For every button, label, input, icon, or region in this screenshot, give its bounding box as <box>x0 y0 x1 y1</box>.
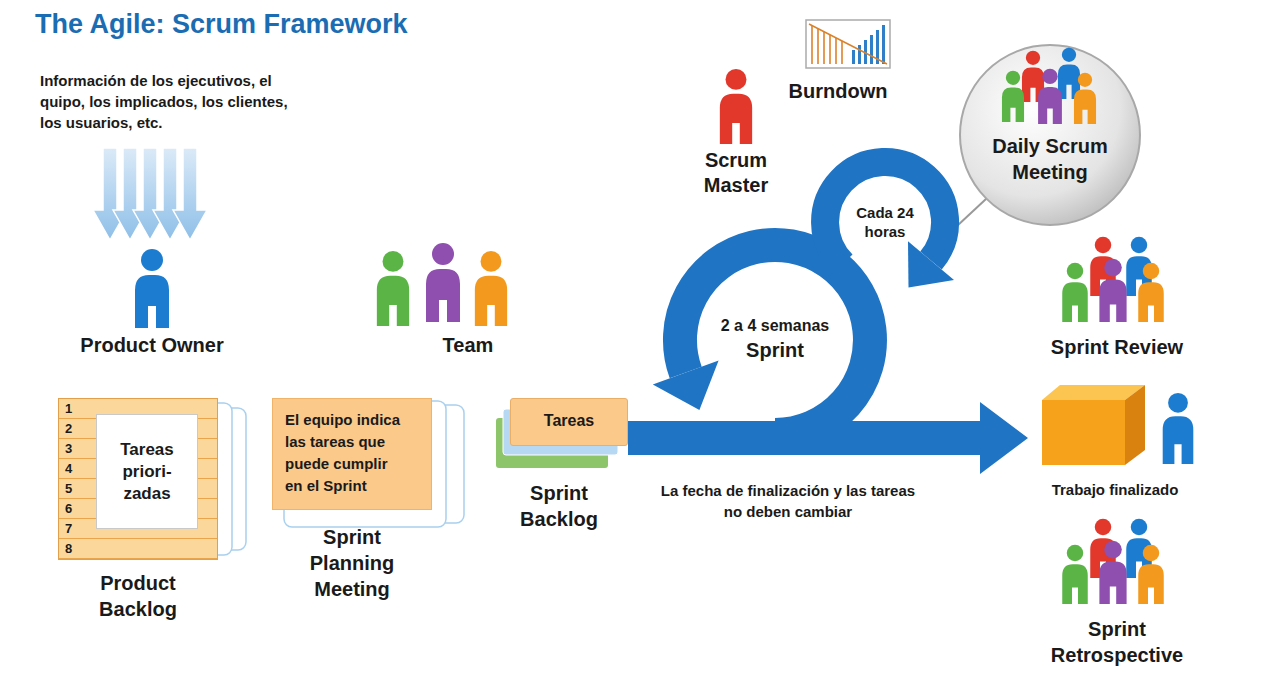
person-icon <box>1138 545 1164 604</box>
chart-line <box>809 24 887 64</box>
person-icon <box>135 249 169 328</box>
person-icon <box>1074 73 1096 124</box>
event-label: Sprint Review <box>1032 334 1202 360</box>
person-icon <box>426 243 460 322</box>
box-text: Tareas priori- zadas <box>102 439 192 505</box>
row-number: 5 <box>65 479 72 498</box>
event-label: Sprint Retrospective <box>1037 616 1197 668</box>
cube-side <box>1125 385 1145 465</box>
row-number: 7 <box>65 519 72 538</box>
person-icon <box>1099 259 1126 322</box>
node-daily: Daily Scrum Meeting <box>960 45 1140 225</box>
node-label: Sprint Planning Meeting <box>282 524 422 602</box>
row-number: 6 <box>65 499 72 518</box>
node-label: Trabajo finalizado <box>1030 480 1200 500</box>
chart-bar <box>841 41 843 64</box>
person-icon <box>1062 263 1088 322</box>
node-burndown: Burndown <box>778 18 898 104</box>
leader-line <box>957 199 986 226</box>
person-icon <box>1002 71 1024 122</box>
sprint-arrow <box>628 402 1028 474</box>
sprint-loop <box>680 245 870 435</box>
node-label: Product Backlog <box>68 570 208 622</box>
row-number: 4 <box>65 459 72 478</box>
person-icon <box>1062 545 1088 604</box>
chart-title: Burndown <box>778 78 898 104</box>
loop-label: 2 a 4 semanas <box>700 316 850 336</box>
node-backlog: 12345678Product Backlog Tareas priori- za… <box>58 398 218 622</box>
chart-bar <box>817 29 819 64</box>
person-icon <box>475 251 507 326</box>
chart-bar <box>882 25 885 64</box>
role-label: Product Owner <box>52 332 252 358</box>
input-arrow <box>173 148 207 240</box>
person-icon <box>1099 541 1126 604</box>
meeting-title: Daily Scrum Meeting <box>980 133 1120 185</box>
chart-bar <box>811 26 813 64</box>
chart-bar <box>829 35 831 64</box>
node-sbacklog: TareasSprint Backlog <box>490 398 628 532</box>
node-inner: Tareas priori- zadas <box>96 414 198 529</box>
loop-label: Cada 24 horas <box>845 203 925 241</box>
chart-bar <box>870 35 873 64</box>
loop-arrowhead <box>653 361 719 411</box>
meeting-circle <box>960 45 1140 225</box>
person-icon <box>1138 263 1164 322</box>
row-number: 2 <box>65 419 72 438</box>
row-number: 1 <box>65 399 72 418</box>
chart-bar <box>858 45 861 64</box>
edge-label: La fecha de finalización y las tareas no… <box>658 480 918 522</box>
node-label: Sprint Backlog <box>504 480 614 532</box>
chart-bar <box>852 50 855 64</box>
chart-frame <box>806 20 890 68</box>
sprint-backlog-tab: Tareas <box>510 398 628 446</box>
planning-box: El equipo indica las tareas que puede cu… <box>272 398 432 510</box>
diagram-title: The Agile: Scrum Framework <box>35 8 408 40</box>
chart-bar <box>823 32 825 64</box>
cube-front <box>1042 400 1125 465</box>
row-number: 3 <box>65 439 72 458</box>
chart-bar <box>835 38 837 64</box>
person-icon <box>1038 69 1062 124</box>
node-done: Trabajo finalizado <box>1030 382 1200 500</box>
box-text: El equipo indica las tareas que puede cu… <box>285 409 403 497</box>
person-icon <box>1163 393 1194 464</box>
loop-label: Sprint <box>725 337 825 363</box>
info-note: Información de los ejecutivos, el quipo,… <box>40 70 290 133</box>
daily-loop <box>825 162 945 264</box>
node-planning: El equipo indica las tareas que puede cu… <box>272 398 432 602</box>
loop-arrowhead <box>908 241 954 287</box>
person-icon <box>1058 48 1080 99</box>
role-label: Scrum Master <box>691 148 781 198</box>
row-number: 8 <box>65 539 72 558</box>
person-icon <box>377 251 409 326</box>
person-icon <box>720 69 752 144</box>
role-label: Team <box>418 332 518 358</box>
tab-text: Tareas <box>517 411 621 431</box>
